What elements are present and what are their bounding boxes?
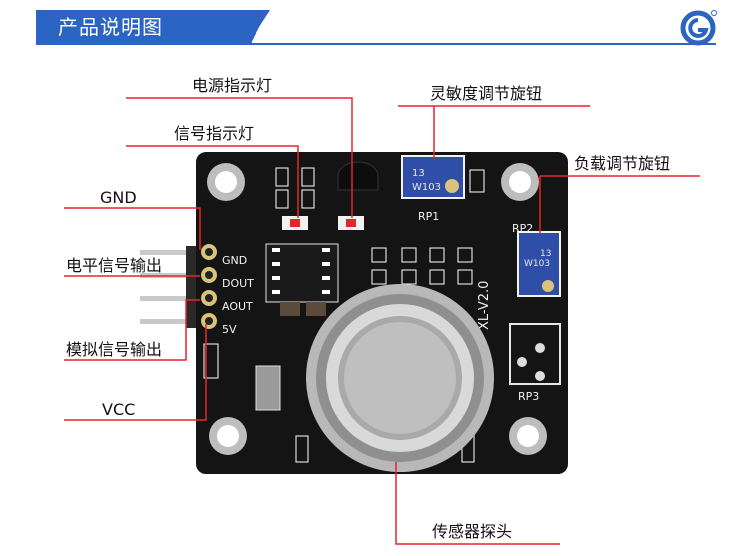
capacitor xyxy=(306,302,326,316)
transistor xyxy=(337,161,379,191)
potentiometer-rp1: 13 W103 RP1 xyxy=(401,155,465,223)
label-gnd: GND xyxy=(100,188,137,207)
pot-code-top: 13 xyxy=(412,168,425,179)
capacitor xyxy=(280,302,300,316)
pot-code: W103 xyxy=(412,182,441,193)
leds xyxy=(282,216,364,230)
callout-lines xyxy=(64,97,700,545)
silk-rp3: RP3 xyxy=(518,390,539,403)
label-level-output: 电平信号输出 xyxy=(66,256,163,275)
title-stripe-decoration xyxy=(226,10,276,44)
silk-rp1: RP1 xyxy=(418,210,439,223)
smd-components xyxy=(203,167,485,463)
section-title: 产品说明图 xyxy=(58,15,163,39)
label-power-led: 电源指示灯 xyxy=(192,76,273,95)
pin-pads xyxy=(201,244,217,329)
label-analog-output: 模拟信号输出 xyxy=(66,340,163,359)
label-vcc: VCC xyxy=(102,400,136,419)
silk-pin-dout: DOUT xyxy=(222,277,254,290)
label-signal-led: 信号指示灯 xyxy=(174,124,255,143)
diode xyxy=(255,365,281,411)
silk-rp2: RP2 xyxy=(512,222,533,235)
silk-pin-gnd: GND xyxy=(222,254,247,267)
silk-pin-aout: AOUT xyxy=(222,300,253,313)
gas-sensor-probe xyxy=(306,284,494,472)
pot2-code: W103 xyxy=(524,259,550,269)
title-underline xyxy=(36,43,716,45)
pot2-code-top: 13 xyxy=(540,249,551,259)
label-sensor-probe: 传感器探头 xyxy=(432,522,513,541)
potentiometer-rp2: 13 W103 RP2 xyxy=(512,222,561,297)
mounting-holes xyxy=(207,163,547,455)
rp3-footprint: RP3 xyxy=(509,323,561,403)
brand-logo-icon xyxy=(680,10,717,46)
label-load-knob: 负载调节旋钮 xyxy=(574,154,671,173)
silk-version: XL-V2.0 xyxy=(477,281,492,330)
label-sensitivity-knob: 灵敏度调节旋钮 xyxy=(430,84,543,103)
ic-chip xyxy=(265,243,339,303)
silk-pin-5v: 5V xyxy=(222,323,237,336)
